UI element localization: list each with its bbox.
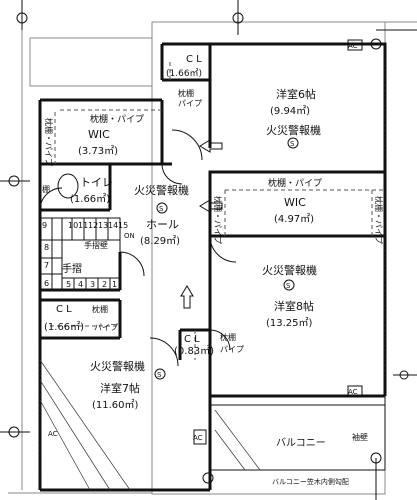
roof-line-left bbox=[29, 38, 152, 87]
room-western6: 洋室6帖 (9.94㎡) 火災警報機 S bbox=[266, 87, 321, 149]
stair-step: 1 bbox=[112, 280, 117, 289]
stair-steps bbox=[39, 217, 121, 291]
stair-step: 11 bbox=[78, 221, 88, 230]
wic-right-name: WIC bbox=[284, 196, 306, 209]
room-balcony: バルコニー 袖壁 バルコニー笠木内側勾配 bbox=[272, 432, 368, 486]
western6-alarm: 火災警報機 bbox=[266, 123, 321, 137]
wic-left-area: (3.73㎡) bbox=[78, 145, 118, 157]
western6-alarm-symbol: S bbox=[290, 140, 295, 148]
room-cl-top: C L (1.66㎡) 枕棚 パイプ bbox=[166, 54, 202, 108]
cl-top-pipe: パイプ bbox=[178, 99, 202, 108]
western8-alarm: 火災警報機 bbox=[262, 263, 317, 277]
western7-area: (11.60㎡) bbox=[92, 399, 139, 411]
shelf-lines bbox=[50, 62, 385, 360]
toilet-shelf: 棚 bbox=[42, 184, 50, 194]
cl-small-name: C L bbox=[184, 334, 200, 345]
direction-arrows bbox=[180, 139, 223, 309]
cl-bottom-pipe: パイプ bbox=[94, 323, 118, 332]
wic-right-shelf-v-left: 枕棚・パイプ bbox=[213, 196, 223, 244]
hall-area: (8.29㎡) bbox=[140, 235, 180, 247]
door-swings bbox=[39, 129, 237, 367]
wic-left-shelf-v: 枕棚・パイプ bbox=[44, 118, 54, 166]
stair-step: 3 bbox=[90, 280, 95, 289]
walls bbox=[38, 42, 387, 492]
ac-label: AC bbox=[348, 388, 358, 396]
western7-alarm: 火災警報機 bbox=[90, 359, 145, 373]
wic-right-shelf: 枕棚・パイプ bbox=[268, 177, 322, 189]
stair-step: 7 bbox=[44, 261, 49, 270]
room-western7: 火災警報機 S 洋室7帖 (11.60㎡) bbox=[90, 359, 166, 411]
cl-top-name: C L bbox=[186, 54, 202, 65]
wic-left-name: WIC bbox=[88, 128, 110, 141]
cl-small-pipe: パイプ bbox=[220, 345, 244, 354]
alarm-mid-symbol: S bbox=[159, 205, 164, 213]
wic-right-area: (4.97㎡) bbox=[274, 213, 314, 225]
room-wic-right: 枕棚・パイプ 枕棚・パイプ 枕棚・パイプ WIC (4.97㎡) bbox=[213, 177, 384, 244]
western8-name: 洋室8帖 bbox=[274, 299, 314, 313]
stair-handrail-wall: 手摺壁 bbox=[84, 240, 108, 250]
western8-alarm-symbol: S bbox=[286, 282, 291, 290]
stair-handrail: 手摺 bbox=[62, 262, 82, 275]
cl-bottom-name: C L bbox=[56, 304, 72, 315]
room-cl-bottom: C L 枕棚 (1.66㎡) パイプ bbox=[44, 304, 118, 333]
room-wic-left: 枕棚・パイプ 枕棚・パイプ WIC (3.73㎡) bbox=[44, 113, 144, 166]
stair-step: 12 bbox=[88, 221, 98, 230]
wic-left-shelf: 枕棚・パイプ bbox=[90, 113, 144, 125]
stair-up-label: ON bbox=[124, 232, 135, 240]
stair-step: 15 bbox=[118, 221, 128, 230]
wic-right-shelf-v-right: 枕棚・パイプ bbox=[374, 196, 384, 244]
stair-step: 6 bbox=[44, 279, 49, 288]
alarm-symbol bbox=[154, 368, 166, 380]
cl-bottom-area: (1.66㎡) bbox=[44, 321, 84, 333]
alarm-mid-label: 火災警報機 bbox=[134, 183, 189, 197]
stair-step: 9 bbox=[42, 221, 47, 230]
stair-step: 2 bbox=[102, 280, 107, 289]
hall-name: ホール bbox=[146, 218, 179, 231]
cl-small-shelf: 枕棚 bbox=[220, 332, 236, 342]
stair-step: 10 bbox=[68, 221, 78, 230]
balcony-name: バルコニー bbox=[276, 437, 326, 449]
cl-top-shelf: 枕棚 bbox=[178, 88, 194, 98]
alarm-symbol bbox=[283, 279, 295, 291]
stair-step: 13 bbox=[98, 221, 108, 230]
cl-bottom-shelf: 枕棚 bbox=[92, 304, 108, 314]
room-western8: 火災警報機 S 洋室8帖 (13.25㎡) bbox=[262, 263, 317, 329]
stair-step: 14 bbox=[108, 221, 118, 230]
room-cl-small: C L (0.83㎡) 枕棚 パイプ bbox=[174, 332, 244, 357]
stair-step: 4 bbox=[78, 280, 83, 289]
alarm-symbol bbox=[287, 137, 299, 149]
room-toilet: 棚 トイレ (1.66㎡) bbox=[42, 176, 113, 205]
ac-label: AC bbox=[348, 42, 358, 50]
toilet-area: (1.66㎡) bbox=[70, 193, 110, 205]
balcony-note: バルコニー笠木内側勾配 bbox=[272, 477, 349, 486]
western7-name: 洋室7帖 bbox=[100, 381, 140, 395]
stair-step: 8 bbox=[44, 243, 49, 252]
western8-area: (13.25㎡) bbox=[266, 317, 313, 329]
ac-label: AC bbox=[48, 430, 58, 438]
alarm-mid: 火災警報機 S bbox=[134, 183, 189, 214]
toilet-fixture bbox=[57, 173, 79, 199]
western6-area: (9.94㎡) bbox=[270, 105, 310, 117]
ac-label: AC bbox=[193, 434, 203, 442]
cl-top-area: (1.66㎡) bbox=[166, 68, 202, 79]
window-hatches bbox=[39, 60, 386, 491]
balcony-wing-wall: 袖壁 bbox=[352, 432, 368, 442]
western6-name: 洋室6帖 bbox=[276, 87, 316, 101]
ac-markers: AC AC AC AC bbox=[48, 39, 363, 445]
toilet-name: トイレ bbox=[80, 176, 113, 189]
alarm-symbol bbox=[156, 202, 168, 214]
western7-alarm-symbol: S bbox=[157, 371, 162, 379]
stair-step: 5 bbox=[66, 280, 71, 289]
cl-small-area: (0.83㎡) bbox=[174, 345, 214, 357]
stairs: 9 10 11 12 13 14 15 ON 8 7 6 5 4 3 2 1 手… bbox=[42, 221, 135, 289]
room-hall: ホール (8.29㎡) bbox=[140, 218, 180, 247]
